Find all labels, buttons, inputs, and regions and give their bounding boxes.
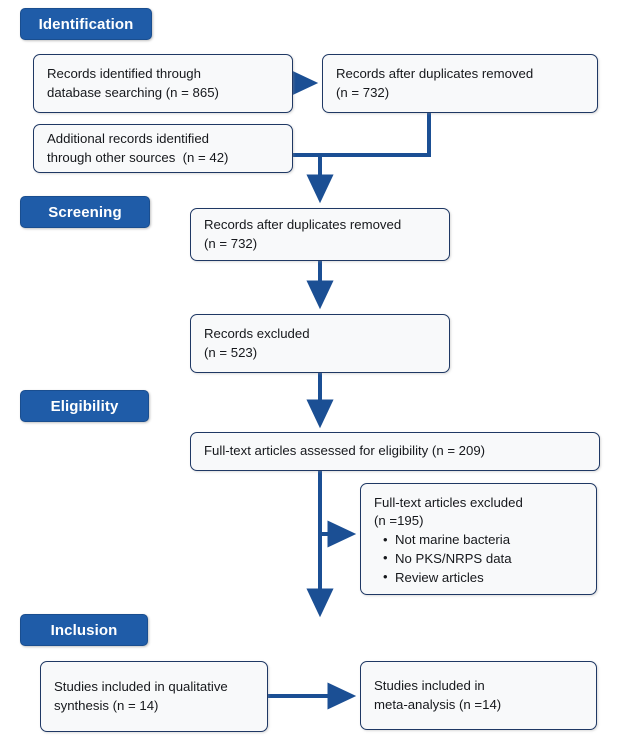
node-qualitative-synthesis-line2: synthesis (n = 14) xyxy=(54,697,159,713)
node-records-identified-line1: Records identified through xyxy=(47,66,201,82)
node-records-after-duplicates-screening: Records after duplicates removed (n = 73… xyxy=(190,208,450,261)
node-records-excluded-line1: Records excluded xyxy=(204,326,310,342)
node-records-after-duplicates-top-line2: (n = 732) xyxy=(336,84,390,100)
node-additional-records: Additional records identified through ot… xyxy=(33,124,293,173)
node-fulltext-assessed: Full-text articles assessed for eligibil… xyxy=(190,432,600,471)
node-additional-records-line1: Additional records identified xyxy=(47,131,210,147)
node-meta-analysis: Studies included in meta-analysis (n =14… xyxy=(360,661,597,730)
node-fulltext-assessed-line1: Full-text articles assessed for eligibil… xyxy=(204,443,486,459)
node-fulltext-excluded: Full-text articles excluded (n =195) Not… xyxy=(360,483,597,595)
node-records-after-duplicates-screening-line2: (n = 732) xyxy=(204,235,258,251)
stage-label-identification: Identification xyxy=(20,8,152,40)
node-meta-analysis-line2: meta-analysis (n =14) xyxy=(374,696,502,712)
node-records-excluded: Records excluded (n = 523) xyxy=(190,314,450,373)
node-records-after-duplicates-screening-line1: Records after duplicates removed xyxy=(204,217,402,233)
list-item: No PKS/NRPS data xyxy=(383,549,583,569)
list-item: Review articles xyxy=(383,568,583,588)
stage-label-screening: Screening xyxy=(20,196,150,228)
node-meta-analysis-line1: Studies included in xyxy=(374,678,485,694)
node-records-identified: Records identified through database sear… xyxy=(33,54,293,113)
node-additional-records-line2: through other sources (n = 42) xyxy=(47,149,229,165)
node-qualitative-synthesis: Studies included in qualitative synthesi… xyxy=(40,661,268,732)
node-records-after-duplicates-top: Records after duplicates removed (n = 73… xyxy=(322,54,598,113)
list-item: Not marine bacteria xyxy=(383,531,583,550)
node-qualitative-synthesis-line1: Studies included in qualitative xyxy=(54,679,228,695)
fulltext-excluded-reason-list: Not marine bacteria No PKS/NRPS data Rev… xyxy=(374,531,583,587)
node-records-excluded-line2: (n = 523) xyxy=(204,344,258,360)
connector-duplicates-to-screening xyxy=(306,113,431,204)
stage-label-eligibility: Eligibility xyxy=(20,390,149,422)
node-records-identified-line2: database searching (n = 865) xyxy=(47,84,219,100)
stage-label-inclusion: Inclusion xyxy=(20,614,148,646)
node-records-after-duplicates-top-line1: Records after duplicates removed xyxy=(336,66,534,82)
node-fulltext-excluded-line1: Full-text articles excluded xyxy=(374,494,523,510)
node-fulltext-excluded-line2: (n =195) xyxy=(374,512,424,528)
